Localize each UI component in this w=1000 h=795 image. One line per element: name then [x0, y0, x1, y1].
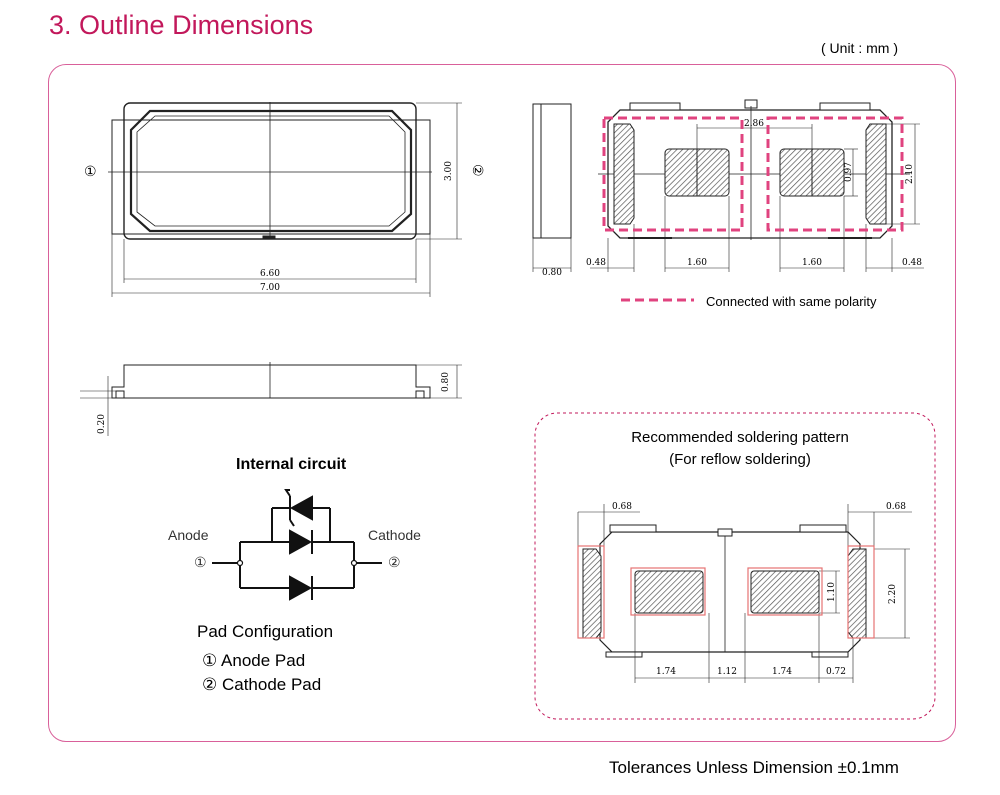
bottom-dim-left-edge: 0.48	[586, 258, 606, 268]
bottom-dim-left-pad: 1.60	[687, 258, 707, 268]
circuit-title: Internal circuit	[236, 456, 347, 473]
solder-dim-pad1: 1.74	[656, 667, 676, 677]
pad-config-item: ① Anode Pad	[202, 651, 305, 670]
top-dim-inner-width: 6.60	[260, 269, 280, 279]
solder-pattern-drawing	[577, 504, 912, 683]
circuit-schematic	[212, 507, 382, 589]
legend-text: Connected with same polarity	[706, 294, 877, 309]
end-dim-thickness: 0.80	[542, 268, 562, 278]
unit-label: ( Unit : mm )	[821, 40, 898, 56]
drawing-frame	[48, 64, 956, 742]
bottom-dim-pad-height: 0.97	[844, 162, 854, 182]
cathode-label: Cathode	[368, 527, 421, 543]
solder-title-line2: (For reflow soldering)	[669, 451, 811, 468]
page-title: 3. Outline Dimensions	[49, 10, 314, 40]
side-view	[80, 362, 462, 436]
solder-dim-right-edge: 0.68	[886, 502, 906, 512]
solder-dim-margin: 0.72	[826, 667, 846, 677]
recommended-pad-outlines	[577, 545, 875, 639]
solder-dim-left-edge: 0.68	[612, 502, 632, 512]
cathode-terminal	[350, 559, 358, 567]
top-pin1-label: ①	[84, 163, 97, 179]
solder-dim-gap: 1.12	[717, 667, 737, 677]
anode-pin-label: ①	[194, 554, 207, 570]
top-pin2-label: ②	[470, 164, 486, 177]
bottom-dim-right-edge: 0.48	[902, 258, 922, 268]
bottom-dim-pad-gap: 2.86	[744, 119, 764, 129]
solder-title-line1: Recommended soldering pattern	[631, 429, 849, 446]
solder-pattern-panel	[534, 412, 936, 720]
same-polarity-outline	[602, 116, 904, 232]
solder-dim-pad2: 1.74	[772, 667, 792, 677]
pad-config-title: Pad Configuration	[197, 622, 333, 641]
top-dim-outer-width: 7.00	[260, 283, 280, 293]
solder-dim-height: 2.20	[888, 584, 898, 604]
end-view	[532, 103, 572, 272]
tolerance-note: Tolerances Unless Dimension ±0.1mm	[609, 758, 899, 777]
solder-dim-pad-height: 1.10	[827, 582, 837, 602]
anode-label: Anode	[168, 527, 209, 543]
anode-terminal	[236, 559, 244, 567]
pad-config-item: ② Cathode Pad	[202, 675, 321, 694]
bottom-dim-total-height: 2.10	[905, 164, 915, 184]
cathode-pin-label: ②	[388, 554, 401, 570]
side-dim-standoff: 0.20	[97, 414, 107, 434]
side-dim-height: 0.80	[441, 372, 451, 392]
bottom-dim-right-pad: 1.60	[802, 258, 822, 268]
diode-symbols	[284, 489, 313, 601]
top-view	[108, 102, 462, 297]
bottom-view	[590, 99, 924, 272]
top-dim-height: 3.00	[444, 161, 454, 181]
